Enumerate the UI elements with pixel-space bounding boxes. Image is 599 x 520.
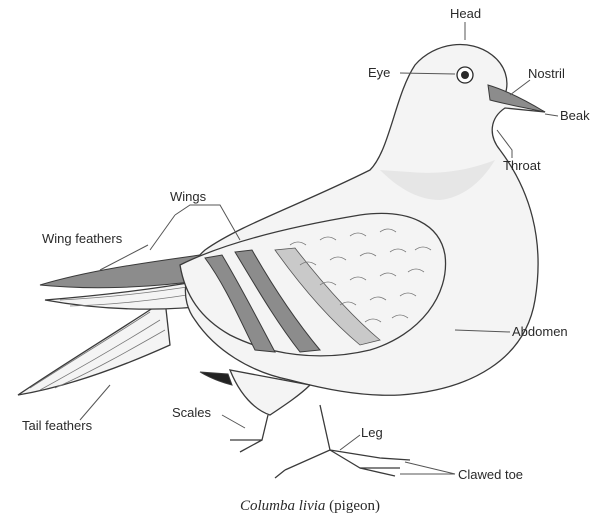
tail-feathers-illustration bbox=[18, 300, 170, 395]
label-beak: Beak bbox=[560, 108, 590, 123]
label-wings: Wings bbox=[170, 189, 207, 204]
label-clawed-toe: Clawed toe bbox=[458, 467, 523, 482]
label-head: Head bbox=[450, 6, 481, 21]
label-throat: Throat bbox=[503, 158, 541, 173]
label-nostril: Nostril bbox=[528, 66, 565, 81]
label-eye: Eye bbox=[368, 65, 390, 80]
label-scales: Scales bbox=[172, 405, 212, 420]
caption-common-name: (pigeon) bbox=[325, 498, 380, 514]
figure-caption: Columba livia (pigeon) bbox=[240, 498, 380, 514]
label-tail-feathers: Tail feathers bbox=[22, 418, 93, 433]
eye-illustration bbox=[457, 67, 473, 83]
label-leg: Leg bbox=[361, 425, 383, 440]
label-wing-feathers: Wing feathers bbox=[42, 231, 123, 246]
caption-species: Columba livia bbox=[240, 498, 325, 514]
label-abdomen: Abdomen bbox=[512, 324, 568, 339]
